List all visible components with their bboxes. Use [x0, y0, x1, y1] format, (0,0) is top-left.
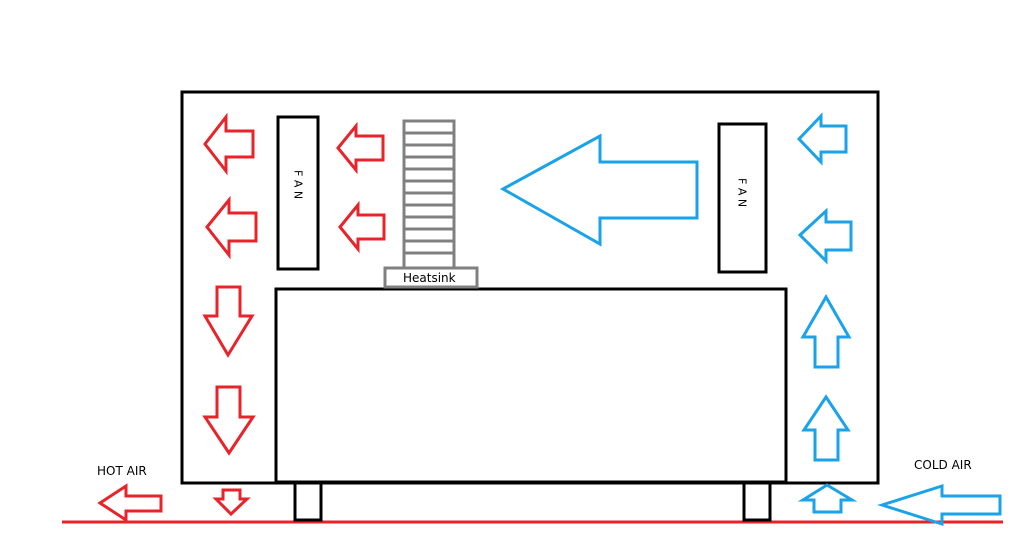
fan-left — [276, 115, 320, 271]
arrow-icon — [203, 112, 255, 176]
fan-right — [717, 122, 768, 274]
arrow-icon — [499, 133, 699, 247]
arrow-icon — [202, 385, 256, 456]
case-foot-right — [742, 481, 772, 522]
arrow-icon — [97, 483, 163, 523]
arrow-icon — [212, 488, 251, 517]
cold-air-label: COLD AIR — [914, 458, 972, 472]
arrow-icon — [877, 483, 1002, 527]
fan-right-label: F A N — [736, 178, 749, 207]
heatsink-fins — [402, 119, 456, 270]
hot-air-label: HOT AIR — [97, 464, 147, 478]
heatsink-label: Heatsink — [403, 271, 456, 285]
hot-air-arrows — [97, 112, 386, 523]
arrow-icon — [796, 112, 848, 166]
arrow-icon — [797, 483, 858, 514]
arrow-icon — [205, 195, 258, 260]
arrow-icon — [336, 121, 385, 175]
fan-left-label: F A N — [292, 170, 305, 199]
case-foot-left — [293, 481, 323, 522]
arrow-icon — [797, 207, 853, 265]
arrow-icon — [800, 293, 852, 369]
arrow-icon — [801, 394, 851, 462]
cold-air-arrows — [499, 112, 1002, 527]
arrow-icon — [338, 200, 386, 254]
heatsink-base — [383, 266, 479, 289]
arrow-icon — [202, 285, 255, 358]
inner-compartment — [274, 287, 788, 484]
